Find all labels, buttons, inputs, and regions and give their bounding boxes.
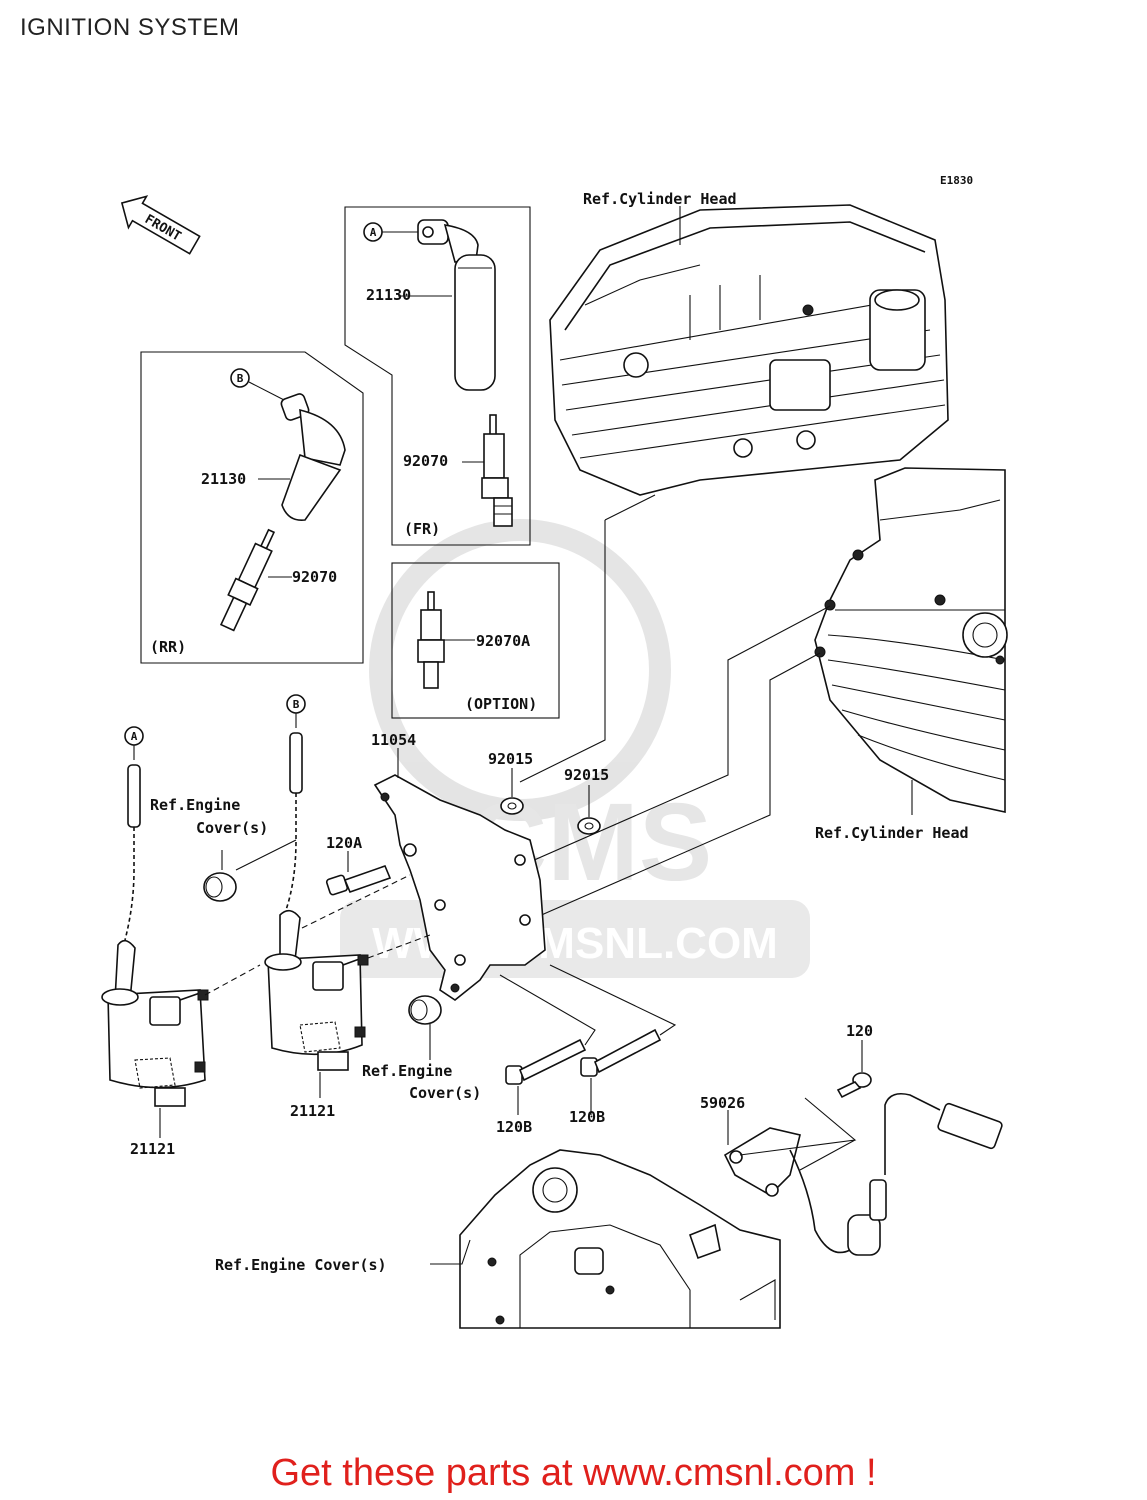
option-group: 92070A (OPTION) xyxy=(391,562,560,719)
fr-box-label: (FR) xyxy=(404,520,440,538)
part-11054: 11054 xyxy=(371,731,416,749)
lead-a xyxy=(127,764,141,828)
part-92015-b: 92015 xyxy=(564,766,609,784)
grommet-center xyxy=(408,995,442,1025)
bolt-120a xyxy=(325,864,392,896)
part-59026: 59026 xyxy=(700,1094,745,1112)
ref-engine-cover-2-line2: Cover(s) xyxy=(409,1084,481,1102)
part-120: 120 xyxy=(846,1022,873,1040)
part-21130-rr: 21130 xyxy=(201,470,246,488)
cylinder-head-right xyxy=(814,467,1008,813)
part-92015-a: 92015 xyxy=(488,750,533,768)
spark-plug-fr xyxy=(481,414,513,527)
part-92070-fr: 92070 xyxy=(403,452,448,470)
front-arrow-icon: FRONT xyxy=(120,195,201,255)
bolt-120b-b xyxy=(580,1028,662,1077)
part-120b-a: 120B xyxy=(496,1118,532,1136)
spark-plug-rr xyxy=(219,528,276,632)
svg-text:A: A xyxy=(370,226,377,239)
ref-cylinder-head-right: Ref.Cylinder Head xyxy=(815,824,969,842)
part-21121-b: 21121 xyxy=(290,1102,335,1120)
fr-group: A 21130 92070 (FR) xyxy=(344,206,531,546)
nut-92015-b xyxy=(577,817,601,835)
option-box-label: (OPTION) xyxy=(465,695,537,713)
rr-box-label: (RR) xyxy=(150,638,186,656)
part-120a: 120A xyxy=(326,834,362,852)
svg-text:A: A xyxy=(131,730,138,743)
engine-cover-bottom xyxy=(459,1149,781,1329)
page-title: IGNITION SYSTEM xyxy=(20,14,240,41)
part-21121-a: 21121 xyxy=(130,1140,175,1158)
ignition-coil-left xyxy=(101,939,209,1107)
bracket-11054 xyxy=(373,774,546,1001)
lead-b xyxy=(289,732,303,794)
plug-cap-fr xyxy=(417,219,496,391)
grommet-left xyxy=(203,872,237,902)
ref-engine-cover-1-line2: Cover(s) xyxy=(196,819,268,837)
ref-cylinder-head-top: Ref.Cylinder Head xyxy=(583,190,737,208)
part-92070-rr: 92070 xyxy=(292,568,337,586)
part-92070a: 92070A xyxy=(476,632,530,650)
bolt-120 xyxy=(836,1072,872,1099)
rr-box-outline xyxy=(140,351,364,664)
fr-box-outline xyxy=(344,206,531,546)
rr-group: B 21130 92070 (RR) xyxy=(140,351,364,664)
footer-link[interactable]: Get these parts at www.cmsnl.com ! xyxy=(270,1452,877,1494)
parts-diagram: WWW.CMSNL.COM CMS E1830 FRONT A 21130 xyxy=(101,174,1008,1329)
ref-engine-cover-2-line1: Ref.Engine xyxy=(362,1062,452,1080)
part-120b-b: 120B xyxy=(569,1108,605,1126)
ignition-coil-right xyxy=(264,909,369,1071)
diagram-code: E1830 xyxy=(940,174,973,187)
svg-text:B: B xyxy=(237,372,244,385)
bolt-120b-a xyxy=(505,1038,587,1085)
ref-engine-cover-1-line1: Ref.Engine xyxy=(150,796,240,814)
spark-plug-option xyxy=(417,591,445,689)
plug-cap-rr xyxy=(280,393,346,522)
option-box-outline xyxy=(391,562,560,719)
callout-b-top xyxy=(230,368,250,388)
part-21130-fr: 21130 xyxy=(366,286,411,304)
watermark: WWW.CMSNL.COM CMS xyxy=(340,519,810,978)
svg-text:B: B xyxy=(293,698,300,711)
ref-engine-cover-3: Ref.Engine Cover(s) xyxy=(215,1256,387,1274)
nut-92015-a xyxy=(500,797,524,815)
cylinder-head-top xyxy=(549,204,949,496)
pickup-sensor xyxy=(723,1092,1003,1256)
